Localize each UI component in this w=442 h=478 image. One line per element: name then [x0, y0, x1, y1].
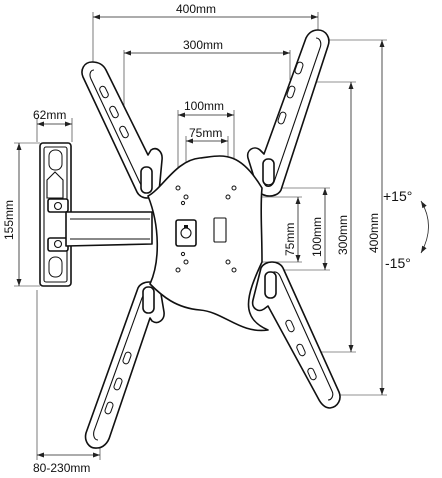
dim-100mm-vertical: 100mm [310, 217, 324, 257]
tilt-up-label: +15° [383, 188, 412, 204]
dim-62mm-wall: 62mm [33, 108, 66, 122]
tv-bracket [81, 29, 341, 449]
vesa-holes [175, 185, 237, 273]
tilt-hinge [175, 217, 227, 247]
dim-300mm-top: 300mm [183, 38, 223, 52]
tilt-arc-arrow [420, 200, 429, 254]
dim-400mm-top: 400mm [176, 2, 216, 16]
dim-75mm-center: 75mm [189, 126, 222, 140]
arm-slots [99, 61, 317, 415]
dim-155mm-wall: 155mm [2, 200, 16, 240]
dimension-lines [14, 12, 387, 460]
dim-100mm-center: 100mm [184, 99, 224, 113]
wall-plate [39, 142, 72, 287]
dim-75mm-vertical: 75mm [283, 223, 297, 256]
tilt-down-label: -15° [385, 255, 411, 271]
dim-300mm-vertical: 300mm [336, 215, 350, 255]
dim-extension: 80-230mm [33, 461, 90, 475]
arm-lock-knobs [140, 158, 277, 314]
swivel-arm [65, 211, 153, 247]
dim-400mm-vertical: 400mm [367, 213, 381, 253]
